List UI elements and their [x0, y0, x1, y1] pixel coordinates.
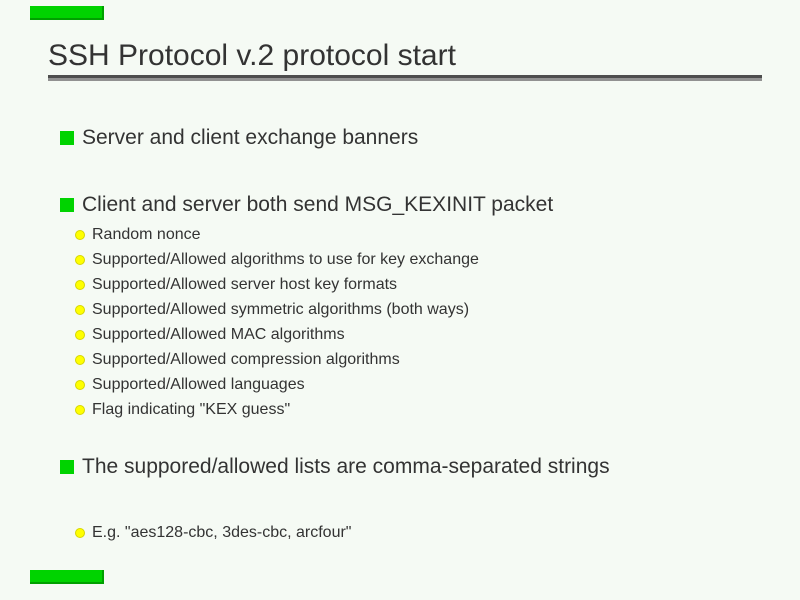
sub-bullet-text: Supported/Allowed symmetric algorithms (… [92, 301, 470, 318]
yellow-dot-bullet-icon [75, 379, 85, 390]
bullet-text: Client and server both send MSG_KEXINIT … [82, 193, 554, 216]
yellow-dot-bullet-icon [75, 354, 85, 365]
bottom-left-green-bar [30, 570, 104, 584]
sub-bullet-text: Supported/Allowed MAC algorithms [92, 326, 345, 343]
sub-bullet-text: Flag indicating "KEX guess" [92, 401, 291, 418]
bullet-item-banners: Server and client exchange banners [60, 127, 418, 149]
sub-bullet-item: Random nonce [75, 222, 201, 247]
sub-bullet-item: Supported/Allowed MAC algorithms [75, 322, 345, 347]
sub-bullet-text: Supported/Allowed algorithms to use for … [92, 251, 479, 268]
bullet-text: The suppored/allowed lists are comma-sep… [82, 455, 610, 478]
sub-bullet-text: Random nonce [92, 226, 201, 243]
bullet-text: Server and client exchange banners [82, 126, 419, 149]
green-square-bullet-icon [60, 131, 74, 145]
green-square-bullet-icon [60, 198, 74, 212]
sub-bullet-item: Supported/Allowed algorithms to use for … [75, 247, 479, 272]
sub-bullet-item: Supported/Allowed compression algorithms [75, 347, 400, 372]
page-title: SSH Protocol v.2 protocol start [48, 39, 456, 72]
title-underline [48, 75, 762, 81]
sub-bullet-item: Supported/Allowed languages [75, 372, 305, 397]
sub-bullet-text: Supported/Allowed languages [92, 376, 305, 393]
yellow-dot-bullet-icon [75, 404, 85, 415]
yellow-dot-bullet-icon [75, 254, 85, 265]
sub-bullet-item: Supported/Allowed symmetric algorithms (… [75, 297, 469, 322]
green-square-bullet-icon [60, 460, 74, 474]
yellow-dot-bullet-icon [75, 304, 85, 315]
sub-bullet-text: E.g. "aes128-cbc, 3des-cbc, arcfour" [92, 524, 352, 541]
bullet-item-kexinit: Client and server both send MSG_KEXINIT … [60, 194, 553, 216]
sub-bullet-item: E.g. "aes128-cbc, 3des-cbc, arcfour" [75, 520, 351, 545]
yellow-dot-bullet-icon [75, 229, 85, 240]
bullet-item-lists: The suppored/allowed lists are comma-sep… [60, 450, 682, 483]
sub-bullet-text: Supported/Allowed server host key format… [92, 276, 398, 293]
yellow-dot-bullet-icon [75, 527, 85, 538]
sub-bullet-item: Supported/Allowed server host key format… [75, 272, 397, 297]
yellow-dot-bullet-icon [75, 329, 85, 340]
sub-bullet-text: Supported/Allowed compression algorithms [92, 351, 400, 368]
sub-bullet-item: Flag indicating "KEX guess" [75, 397, 290, 422]
yellow-dot-bullet-icon [75, 279, 85, 290]
top-left-green-bar [30, 6, 104, 20]
